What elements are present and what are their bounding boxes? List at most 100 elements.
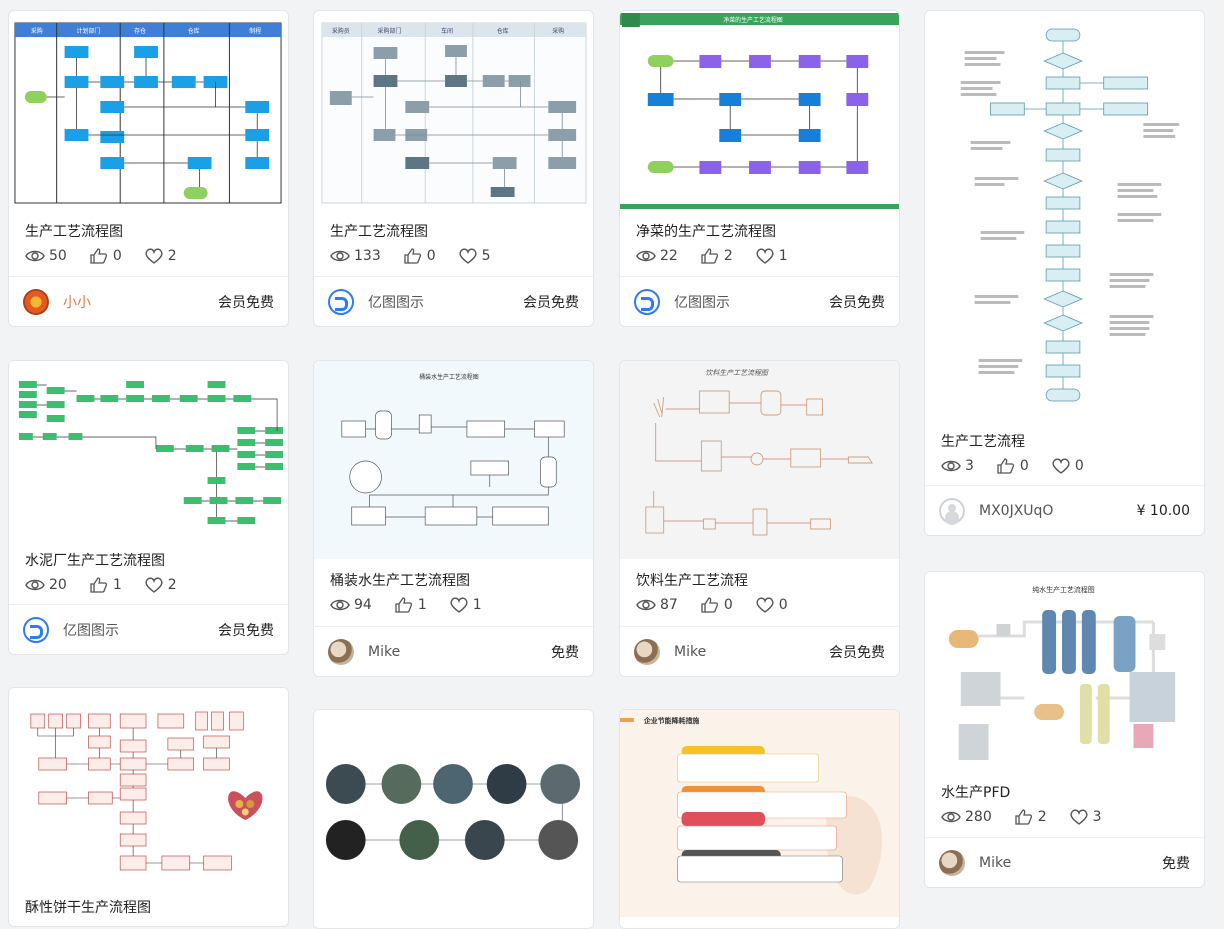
template-card-11[interactable]: 企业节能降耗措施 xyxy=(619,709,900,929)
template-card-4[interactable]: 生产工艺流程 3 0 0 MX0JXUqO ¥ 10.00 xyxy=(924,10,1205,536)
price-label: 会员免费 xyxy=(523,294,579,311)
template-card-7[interactable]: 饮料生产工艺流程图 饮料生产工艺流程 87 0 0 xyxy=(619,360,900,677)
card-thumbnail[interactable]: 饮料生产工艺流程图 xyxy=(620,361,899,559)
author-name[interactable]: 小小 xyxy=(63,294,91,311)
card-thumbnail[interactable] xyxy=(9,688,288,886)
template-card-6[interactable]: 桶装水生产工艺流程图 桶装水生产工艺流程图 94 1 1 xyxy=(313,360,594,677)
card-title[interactable]: 桶装水生产工艺流程图 xyxy=(330,573,470,589)
heart-icon[interactable] xyxy=(755,596,775,614)
card-footer: 小小 会员免费 xyxy=(9,276,288,326)
avatar[interactable] xyxy=(634,288,660,315)
avatar[interactable] xyxy=(939,497,965,524)
lane-label: 存仓 xyxy=(134,27,146,35)
template-card-8[interactable]: 纯水生产工艺流程图 水生产PFD 280 2 3 Mike 免费 xyxy=(924,571,1205,888)
template-card-3[interactable]: 净菜的生产工艺流程图 净菜的生产工艺流程图 22 2 1 xyxy=(619,10,900,327)
card-thumbnail[interactable]: 纯水生产工艺流程图 xyxy=(925,572,1204,772)
template-card-2[interactable]: 采购员 采购部门 车间 仓库 采购 生产工艺流程图 133 0 5 xyxy=(313,10,594,327)
favs-stat[interactable]: 3 xyxy=(1069,808,1102,826)
favs-stat[interactable]: 1 xyxy=(755,247,788,265)
likes-stat[interactable]: 0 xyxy=(996,457,1029,475)
card-thumbnail[interactable]: 桶装水生产工艺流程图 xyxy=(314,361,593,559)
author-name[interactable]: 亿图图示 xyxy=(674,294,730,311)
likes-stat[interactable]: 1 xyxy=(89,576,122,594)
card-thumbnail[interactable]: 采购员 采购部门 车间 仓库 采购 xyxy=(314,11,593,211)
card-thumbnail[interactable] xyxy=(314,710,593,917)
card-stats: 133 0 5 xyxy=(330,247,513,265)
price-label: 会员免费 xyxy=(218,294,274,311)
template-card-5[interactable]: 水泥厂生产工艺流程图 20 1 2 亿图图示 会员免费 xyxy=(8,360,289,655)
avatar[interactable] xyxy=(328,638,354,665)
card-title[interactable]: 净菜的生产工艺流程图 xyxy=(636,224,776,240)
favs-stat[interactable]: 1 xyxy=(449,596,482,614)
author-name[interactable]: Mike xyxy=(674,643,707,660)
card-thumbnail[interactable]: 采购 计划部门 存仓 仓库 制程 xyxy=(9,11,288,211)
views-stat: 94 xyxy=(330,596,372,614)
price-label: 免费 xyxy=(551,644,579,661)
likes-stat[interactable]: 1 xyxy=(394,596,427,614)
card-title[interactable]: 水生产PFD xyxy=(941,785,1011,801)
thumbs-up-icon[interactable] xyxy=(996,457,1016,475)
card-thumbnail[interactable] xyxy=(925,11,1204,419)
card-thumbnail[interactable] xyxy=(9,361,288,541)
likes-stat[interactable]: 2 xyxy=(1014,808,1047,826)
favs-stat[interactable]: 5 xyxy=(458,247,491,265)
thumbs-up-icon[interactable] xyxy=(403,247,423,265)
favs-count: 2 xyxy=(167,248,177,264)
likes-stat[interactable]: 2 xyxy=(700,247,733,265)
card-title[interactable]: 水泥厂生产工艺流程图 xyxy=(25,553,165,569)
favs-stat[interactable]: 2 xyxy=(144,247,177,265)
author-name[interactable]: Mike xyxy=(368,643,401,660)
heart-icon[interactable] xyxy=(755,247,775,265)
eye-icon xyxy=(941,811,961,823)
author-name[interactable]: 亿图图示 xyxy=(63,622,119,639)
likes-stat[interactable]: 0 xyxy=(403,247,436,265)
author-name[interactable]: MX0JXUqO xyxy=(979,502,1054,519)
thumbs-up-icon[interactable] xyxy=(700,596,720,614)
card-title[interactable]: 生产工艺流程 xyxy=(941,434,1025,450)
thumbs-up-icon[interactable] xyxy=(89,247,109,265)
heart-icon[interactable] xyxy=(449,596,469,614)
likes-count: 0 xyxy=(426,248,436,264)
avatar[interactable] xyxy=(634,638,660,665)
favs-stat[interactable]: 0 xyxy=(1051,457,1084,475)
avatar[interactable] xyxy=(328,288,354,315)
author-name[interactable]: Mike xyxy=(979,854,1012,871)
heart-icon[interactable] xyxy=(144,576,164,594)
favs-count: 2 xyxy=(167,577,177,593)
author-name[interactable]: 亿图图示 xyxy=(368,294,424,311)
thumbs-up-icon[interactable] xyxy=(394,596,414,614)
thumb-title: 企业节能降耗措施 xyxy=(643,716,700,725)
card-thumbnail[interactable]: 净菜的生产工艺流程图 xyxy=(620,11,899,211)
card-title[interactable]: 生产工艺流程图 xyxy=(330,224,428,240)
favs-stat[interactable]: 2 xyxy=(144,576,177,594)
template-card-1[interactable]: 采购 计划部门 存仓 仓库 制程 生产工艺流程图 50 0 xyxy=(8,10,289,327)
template-card-9[interactable]: 酥性饼干生产流程图 xyxy=(8,687,289,927)
heart-icon[interactable] xyxy=(144,247,164,265)
thumbs-up-icon[interactable] xyxy=(89,576,109,594)
card-title[interactable]: 生产工艺流程图 xyxy=(25,224,123,240)
likes-count: 0 xyxy=(1019,458,1029,474)
thumbs-up-icon[interactable] xyxy=(700,247,720,265)
card-footer: 亿图图示 会员免费 xyxy=(9,604,288,654)
likes-stat[interactable]: 0 xyxy=(89,247,122,265)
heart-icon[interactable] xyxy=(1051,457,1071,475)
heart-icon[interactable] xyxy=(1069,808,1089,826)
avatar[interactable] xyxy=(939,849,965,876)
card-title[interactable]: 饮料生产工艺流程 xyxy=(636,573,748,589)
price-label: 免费 xyxy=(1162,855,1190,872)
card-thumbnail[interactable]: 企业节能降耗措施 xyxy=(620,710,899,917)
avatar[interactable] xyxy=(23,616,49,643)
template-card-10[interactable] xyxy=(313,709,594,929)
thumbs-up-icon[interactable] xyxy=(1014,808,1034,826)
thumb-title: 净菜的生产工艺流程图 xyxy=(723,16,783,24)
card-title[interactable]: 酥性饼干生产流程图 xyxy=(25,900,151,916)
likes-stat[interactable]: 0 xyxy=(700,596,733,614)
likes-count: 0 xyxy=(723,597,733,613)
eye-icon xyxy=(636,599,656,611)
likes-count: 1 xyxy=(417,597,427,613)
favs-stat[interactable]: 0 xyxy=(755,596,788,614)
likes-count: 2 xyxy=(723,248,733,264)
heart-icon[interactable] xyxy=(458,247,478,265)
card-footer: 亿图图示 会员免费 xyxy=(620,276,899,326)
avatar[interactable] xyxy=(23,288,49,315)
